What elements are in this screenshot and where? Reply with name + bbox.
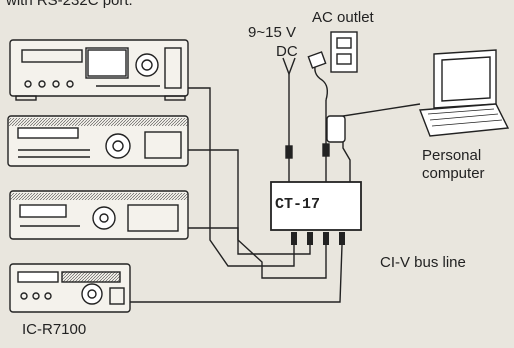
receiver-ic-r7100 [9, 263, 131, 313]
transceiver-1 [9, 39, 189, 101]
computer-label-line1: Personal [422, 147, 482, 164]
receiver-model-label: IC-R7100 [22, 321, 87, 338]
ac-outlet-label: AC outlet [312, 9, 374, 26]
transceiver-3 [9, 190, 189, 240]
transceiver-2 [7, 115, 189, 167]
dc-label: DC [276, 43, 298, 60]
computer-label-line2: computer [422, 165, 485, 182]
ci-v-bus-cables [130, 87, 343, 303]
voltage-label: 9~15 V [248, 24, 296, 41]
bus-line-label: CI-V bus line [380, 254, 466, 271]
bus-plugs [291, 232, 345, 245]
computer-cable [326, 103, 421, 182]
ct-17-label: CT-17 [275, 196, 321, 213]
ct-17-box [270, 181, 362, 231]
personal-computer [419, 49, 510, 137]
ac-adapter [307, 31, 358, 182]
dc-power-cable [282, 57, 296, 182]
header-partial-text: with RS-232C port. [6, 0, 133, 9]
